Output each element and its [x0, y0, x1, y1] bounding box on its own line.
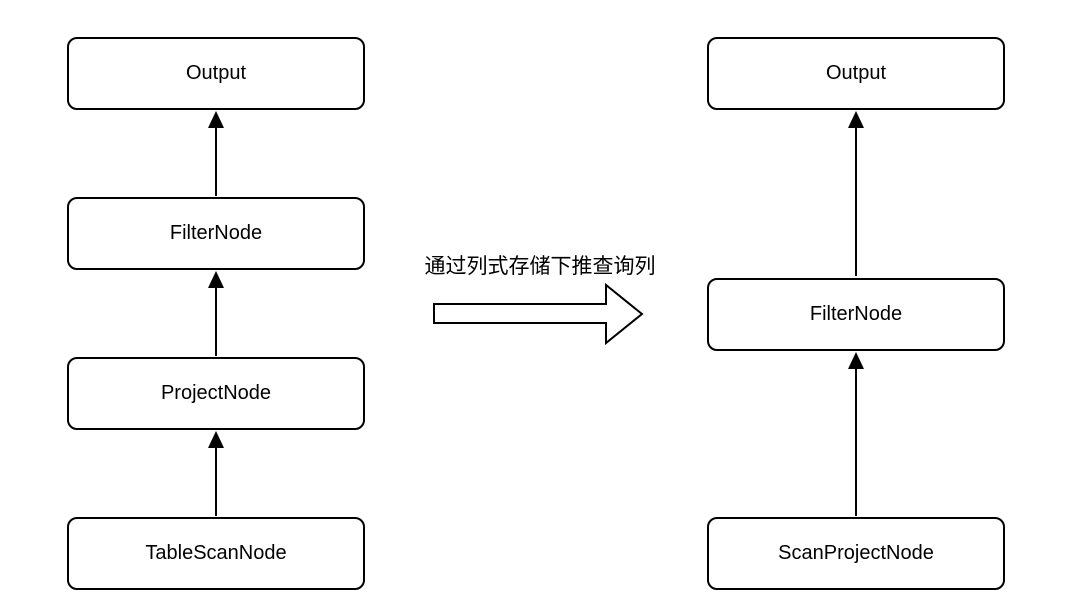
right-node-filter: FilterNode	[707, 278, 1005, 351]
arrow-filter-to-output-right	[848, 111, 864, 276]
right-arrows	[848, 111, 864, 516]
right-node-scanproject: ScanProjectNode	[707, 517, 1005, 590]
arrow-scanproject-to-filter	[848, 352, 864, 516]
transform-label: 通过列式存储下推查询列	[424, 254, 656, 278]
arrow-tablescan-to-project	[208, 431, 224, 516]
left-node-output: Output	[67, 37, 365, 110]
left-arrows	[208, 111, 224, 516]
right-node-output: Output	[707, 37, 1005, 110]
arrow-filter-to-output	[208, 111, 224, 196]
left-node-project: ProjectNode	[67, 357, 365, 430]
left-node-tablescan: TableScanNode	[67, 517, 365, 590]
arrow-project-to-filter	[208, 271, 224, 356]
transform-arrow-icon	[433, 282, 644, 346]
left-node-filter: FilterNode	[67, 197, 365, 270]
